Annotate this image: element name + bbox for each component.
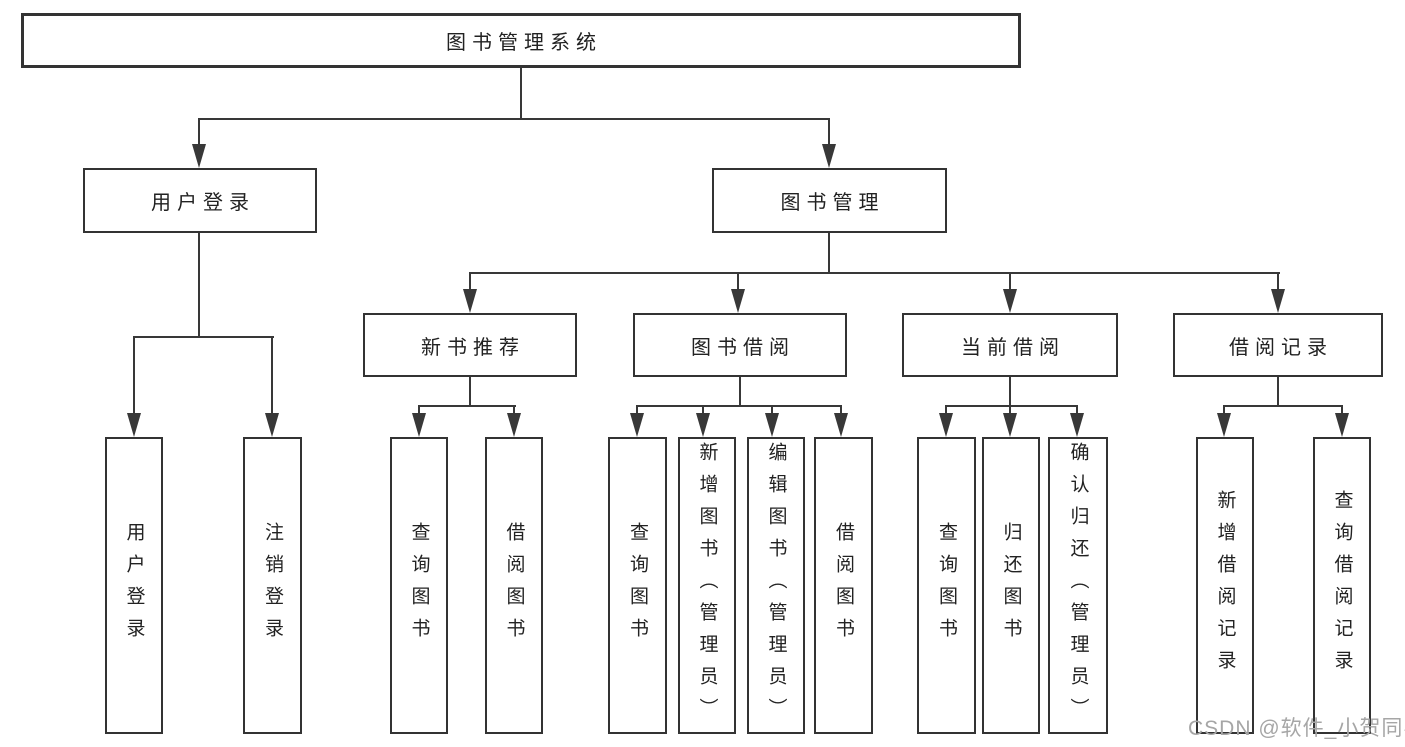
- connector-line: [739, 377, 741, 407]
- connector-line: [198, 118, 200, 152]
- connector-line: [702, 405, 704, 419]
- connector-line: [1341, 405, 1343, 419]
- arrowhead-down-icon: [939, 413, 953, 437]
- node-leaf-query-book-2: 查询图书: [608, 437, 667, 734]
- arrowhead-down-icon: [630, 413, 644, 437]
- arrowhead-down-icon: [127, 413, 141, 437]
- node-label-leaf-query-book-2: 查询图书: [627, 521, 648, 650]
- arrowhead-down-icon: [731, 289, 745, 313]
- csdn-watermark: CSDN @软件_小贺同学: [1188, 717, 1405, 740]
- node-label-leaf-user-login: 用户登录: [123, 521, 145, 650]
- node-leaf-edit-book: 编辑图书（管理员）: [747, 437, 805, 734]
- node-label-user-login: 用户登录: [151, 192, 255, 214]
- arrowhead-down-icon: [1271, 289, 1285, 313]
- connector-line: [469, 272, 1280, 274]
- arrowhead-down-icon: [1003, 289, 1017, 313]
- connector-line: [737, 272, 739, 294]
- node-current-borrow: 当前借阅: [902, 313, 1118, 377]
- connector-line: [513, 405, 515, 419]
- connector-line: [469, 272, 471, 294]
- connector-line: [636, 405, 638, 419]
- node-label-leaf-add-book: 新增图书（管理员）: [696, 441, 718, 730]
- node-label-leaf-query-book-1: 查询图书: [408, 521, 430, 650]
- node-leaf-query-book-3: 查询图书: [917, 437, 976, 734]
- connector-line: [418, 405, 516, 407]
- arrowhead-down-icon: [507, 413, 521, 437]
- connector-line: [133, 336, 274, 338]
- node-leaf-query-record: 查询借阅记录: [1313, 437, 1371, 734]
- connector-line: [133, 336, 135, 418]
- arrowhead-down-icon: [696, 413, 710, 437]
- node-leaf-user-login: 用户登录: [105, 437, 163, 734]
- node-label-leaf-edit-book: 编辑图书（管理员）: [765, 441, 787, 730]
- arrowhead-down-icon: [1217, 413, 1231, 437]
- connector-line: [520, 68, 522, 120]
- arrowhead-down-icon: [1335, 413, 1349, 437]
- arrowhead-down-icon: [1003, 413, 1017, 437]
- connector-line: [636, 405, 842, 407]
- node-user-login: 用户登录: [83, 168, 317, 233]
- node-label-leaf-query-record: 查询借阅记录: [1331, 489, 1353, 682]
- connector-line: [1076, 405, 1078, 419]
- node-label-leaf-confirm-return: 确认归还（管理员）: [1067, 441, 1089, 730]
- connector-line: [1223, 405, 1225, 419]
- node-label-new-book-recommend: 新书推荐: [421, 336, 525, 359]
- connector-line: [945, 405, 947, 419]
- node-leaf-add-record: 新增借阅记录: [1196, 437, 1254, 734]
- node-label-leaf-borrow-book-2: 借阅图书: [833, 521, 854, 650]
- node-leaf-query-book-1: 查询图书: [390, 437, 448, 734]
- connector-line: [1223, 405, 1343, 407]
- connector-line: [771, 405, 773, 419]
- node-root: 图书管理系统: [21, 13, 1021, 68]
- arrowhead-down-icon: [834, 413, 848, 437]
- arrowhead-down-icon: [412, 413, 426, 437]
- node-borrow-records: 借阅记录: [1173, 313, 1383, 377]
- connector-line: [198, 233, 200, 338]
- node-leaf-borrow-book-1: 借阅图书: [485, 437, 543, 734]
- node-book-borrow: 图书借阅: [633, 313, 847, 377]
- node-leaf-borrow-book-2: 借阅图书: [814, 437, 873, 734]
- node-book-management: 图书管理: [712, 168, 947, 233]
- connector-line: [271, 336, 273, 418]
- connector-line: [828, 233, 830, 274]
- node-label-leaf-borrow-book-1: 借阅图书: [503, 521, 525, 650]
- arrowhead-down-icon: [463, 289, 477, 313]
- node-label-leaf-logout: 注销登录: [262, 521, 283, 650]
- node-label-root: 图书管理系统: [446, 32, 602, 54]
- connector-line: [1009, 272, 1011, 294]
- connector-line: [1009, 377, 1011, 407]
- node-leaf-confirm-return: 确认归还（管理员）: [1048, 437, 1108, 734]
- node-label-leaf-query-book-3: 查询图书: [936, 521, 957, 650]
- node-label-book-management: 图书管理: [780, 192, 885, 214]
- connector-line: [840, 405, 842, 419]
- arrowhead-down-icon: [265, 413, 279, 437]
- node-leaf-return-book: 归还图书: [982, 437, 1040, 734]
- arrowhead-down-icon: [822, 144, 836, 168]
- arrowhead-down-icon: [192, 144, 206, 168]
- connector-line: [418, 405, 420, 419]
- connector-line: [828, 118, 830, 152]
- connector-line: [1277, 377, 1279, 407]
- node-label-leaf-add-record: 新增借阅记录: [1214, 489, 1236, 682]
- node-leaf-logout: 注销登录: [243, 437, 302, 734]
- arrowhead-down-icon: [1070, 413, 1084, 437]
- arrowhead-down-icon: [765, 413, 779, 437]
- connector-line: [198, 118, 830, 120]
- node-label-borrow-records: 借阅记录: [1229, 336, 1333, 359]
- connector-line: [1277, 272, 1279, 294]
- node-label-book-borrow: 图书借阅: [691, 336, 795, 359]
- node-label-current-borrow: 当前借阅: [961, 336, 1065, 359]
- connector-line: [469, 377, 471, 407]
- connector-line: [1009, 405, 1011, 419]
- connector-line: [945, 405, 1078, 407]
- node-label-leaf-return-book: 归还图书: [1000, 521, 1022, 650]
- node-leaf-add-book: 新增图书（管理员）: [678, 437, 736, 734]
- node-new-book-recommend: 新书推荐: [363, 313, 577, 377]
